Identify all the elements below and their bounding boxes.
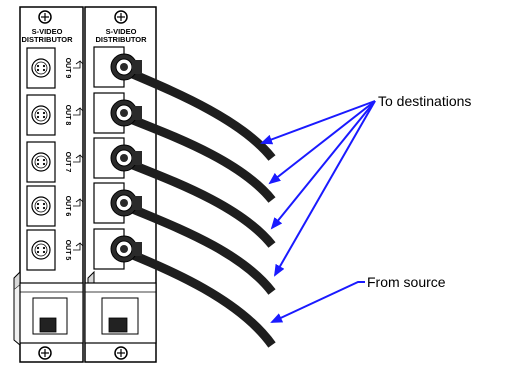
source-arrow xyxy=(270,281,365,323)
cable-out-9 xyxy=(126,67,276,161)
to-destinations-label: To destinations xyxy=(378,93,471,109)
port-out-9: OUT 9 xyxy=(26,47,84,89)
module-right-title-line1: S-VIDEO xyxy=(106,27,137,36)
cable-bundle xyxy=(126,67,276,348)
module-right-ejector xyxy=(84,270,157,344)
screw-icon xyxy=(38,346,52,360)
module-right: S-VIDEO DISTRIBUTOR xyxy=(84,6,276,363)
module-left-title-line2: DISTRIBUTOR xyxy=(21,35,73,44)
arrow-icon xyxy=(270,100,376,230)
cable-out-6 xyxy=(126,202,276,295)
cable-out-7 xyxy=(126,158,276,248)
module-left-title-line1: S-VIDEO xyxy=(32,27,63,36)
port-out-8: OUT 8 xyxy=(26,94,84,136)
screw-icon xyxy=(114,10,128,24)
port-label-out-8: OUT 8 xyxy=(64,105,71,126)
module-left: S-VIDEO DISTRIBUTOR OUT 9 OUT 8 xyxy=(13,6,84,363)
plugged-connector-2 xyxy=(93,92,142,134)
port-label-out-6: OUT 6 xyxy=(64,196,71,217)
svideo-connector-icon xyxy=(31,105,51,125)
cable-out-8 xyxy=(126,113,276,203)
port-label-out-9: OUT 9 xyxy=(64,58,71,79)
plugged-connector-4 xyxy=(93,182,142,224)
destination-arrows xyxy=(260,100,376,277)
module-left-ejector xyxy=(13,270,84,347)
port-out-7: OUT 7 xyxy=(26,141,84,183)
screw-icon xyxy=(114,346,128,360)
arrow-icon xyxy=(274,100,376,277)
svideo-connector-icon xyxy=(31,152,51,172)
svideo-connector-icon xyxy=(31,240,51,260)
svideo-connector-icon xyxy=(31,58,51,78)
port-label-out-5: OUT 5 xyxy=(64,240,71,261)
svideo-connector-icon xyxy=(31,196,51,216)
plugged-connector-3 xyxy=(93,137,142,179)
plugged-connector-1 xyxy=(93,46,142,88)
module-right-title-line2: DISTRIBUTOR xyxy=(95,35,147,44)
screw-icon xyxy=(38,10,52,24)
arrow-icon xyxy=(260,100,376,145)
arrow-icon xyxy=(268,100,376,185)
from-source-label: From source xyxy=(367,274,446,290)
port-out-5: OUT 5 xyxy=(26,229,84,271)
port-label-out-7: OUT 7 xyxy=(64,152,71,173)
arrow-icon xyxy=(270,281,365,323)
port-out-6: OUT 6 xyxy=(26,185,84,227)
cable-source xyxy=(126,248,276,348)
plugged-connector-5 xyxy=(93,228,142,270)
